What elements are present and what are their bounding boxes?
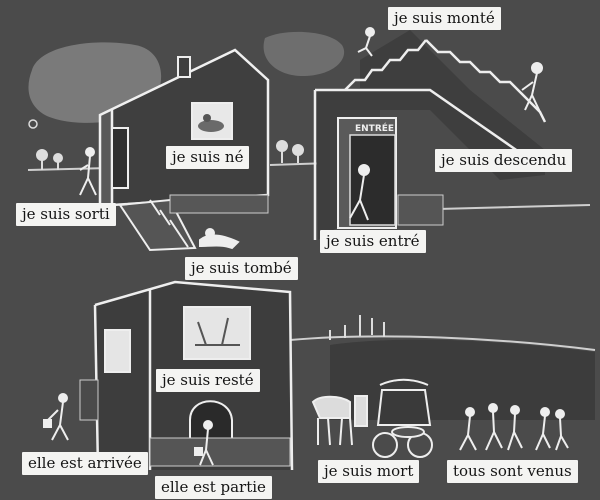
stairs-building: ENTRÉE	[313, 30, 547, 240]
ground-line-bottom	[289, 335, 596, 351]
label-elle-est-arrivee: elle est arrivée	[22, 452, 148, 475]
label-je-suis-sorti: je suis sorti	[16, 203, 116, 226]
trees-top-left	[36, 140, 304, 170]
label-je-suis-reste: je suis resté	[156, 369, 260, 392]
label-elle-est-partie: elle est partie	[155, 476, 272, 499]
figures-bottom	[43, 393, 214, 466]
label-je-suis-mort: je suis mort	[318, 460, 420, 483]
ground-dark-band	[330, 339, 595, 420]
label-je-suis-monte: je suis monté	[388, 7, 501, 30]
sun-icon	[28, 119, 38, 129]
cloud-right	[263, 31, 345, 77]
label-tous-sont-venus: tous sont venus	[447, 460, 578, 483]
hearse	[311, 378, 433, 458]
town-horizon	[329, 315, 385, 340]
label-je-suis-descendu: je suis descendu	[435, 149, 573, 172]
figures-top	[79, 27, 543, 250]
procession	[459, 403, 569, 451]
label-je-suis-tombe: je suis tombé	[185, 257, 298, 280]
entree-sign: ENTRÉE	[355, 122, 394, 134]
label-je-suis-entre: je suis entré	[320, 230, 426, 253]
label-je-suis-ne: je suis né	[166, 146, 250, 169]
